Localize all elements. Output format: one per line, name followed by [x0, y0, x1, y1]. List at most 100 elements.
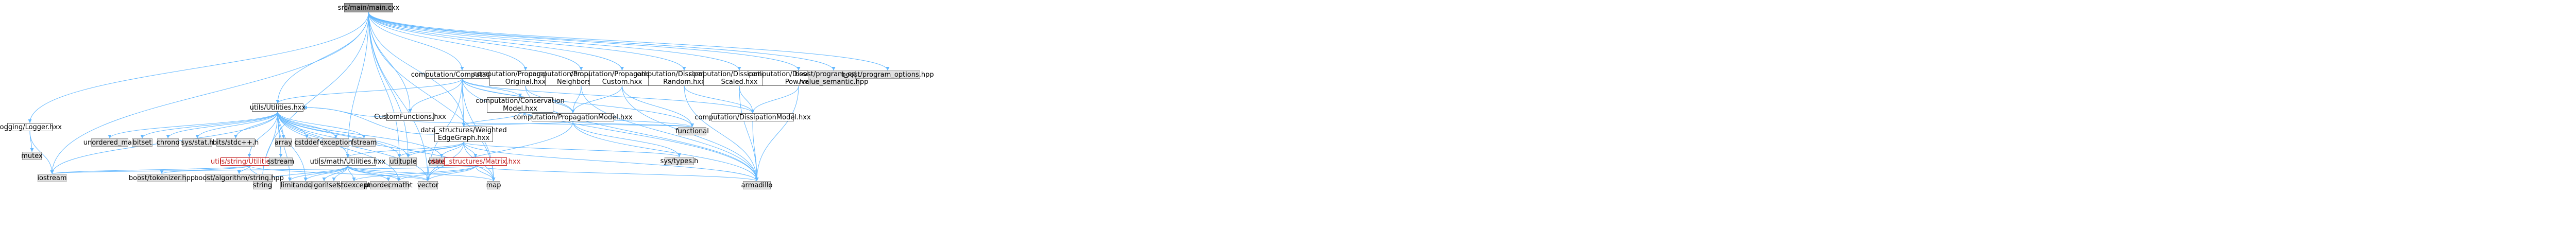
node-systypes[interactable]: sys/types.h [660, 157, 698, 165]
node-utilities[interactable]: utils/Utilities.hxx [249, 103, 306, 112]
node-label: functional [675, 127, 709, 135]
edge-utilities-to-unordered_map [108, 111, 278, 139]
edge-main-to-map [368, 12, 496, 182]
node-cmath[interactable]: cmath [388, 181, 410, 189]
node-label: stdexcept [337, 181, 370, 189]
node-progvalue[interactable]: boost/program_options /value_semantic.hp… [795, 70, 872, 86]
node-bitset[interactable]: bitset [132, 138, 152, 147]
edge-stringutil-to-tokenizer [160, 165, 250, 174]
edge-dissipationpow-to-armadillo [755, 85, 799, 182]
node-array[interactable]: array [275, 138, 292, 147]
node-fstream[interactable]: fstream [351, 138, 377, 147]
node-label: set [329, 181, 339, 189]
node-label: unordered_map [83, 138, 137, 147]
node-computation[interactable]: computation/Computation.hxx [411, 70, 513, 79]
edge-mathutil-to-limits [288, 165, 348, 182]
node-algostring[interactable]: boost/algorithm/string.hpp [194, 174, 284, 182]
node-chrono[interactable]: chrono [157, 138, 179, 147]
node-conservation[interactable]: computation/Conservation Model.hxx [476, 97, 565, 113]
node-label: sstream [267, 157, 295, 166]
edge-mathutil-to-random [303, 165, 348, 182]
edge-propagation-to-weightedgraph [462, 121, 573, 127]
edge-main-to-propagationneighbors [368, 12, 583, 71]
node-stringutil[interactable]: utils/string/Utilities.hxx [211, 157, 288, 166]
node-label: boost/tokenizer.hpp [128, 174, 195, 182]
edge-main-to-propagationoriginal [368, 12, 528, 71]
node-limits[interactable]: limits [280, 181, 299, 189]
edge-main-to-utilities [276, 12, 369, 104]
edge-computation-to-armadillo [462, 78, 759, 182]
edge-utilities-to-bitset [140, 111, 278, 139]
node-label: boost/program_options /value_semantic.hp… [794, 70, 873, 86]
edge-main-to-iostream [50, 12, 369, 174]
edge-matrix-to-armadillo [475, 165, 759, 182]
node-label: utils/Utilities.hxx [249, 103, 306, 112]
edge-weightedgraph-to-utilities [303, 105, 435, 135]
node-label: armadillo [741, 181, 773, 189]
node-sysstat[interactable]: sys/stat.h [181, 138, 213, 147]
node-label: string [252, 181, 273, 189]
edge-main-to-mathutil [346, 12, 369, 158]
edge-mathutil-to-algorithm [322, 165, 348, 182]
edge-main-to-logger [28, 12, 369, 123]
node-tokenizer[interactable]: boost/tokenizer.hpp [129, 174, 195, 182]
edge-utilities-to-chrono [166, 111, 278, 139]
node-label: vector [417, 181, 439, 189]
edge-dissipation-to-armadillo [752, 121, 759, 182]
node-label: limits [280, 181, 299, 189]
edge-propagation-to-armadillo [572, 121, 759, 182]
node-weightedgraph[interactable]: data_structures/Weighted EdgeGraph.hxx [420, 127, 507, 142]
edge-main-to-tuple [368, 12, 410, 158]
edge-propagation-to-systypes [572, 121, 681, 157]
node-label: tuple [399, 157, 417, 166]
node-map[interactable]: map [486, 181, 501, 189]
edge-weightedgraph-to-utility [397, 141, 464, 158]
node-dissipation[interactable]: computation/DissipationModel.hxx [694, 113, 811, 121]
node-vector[interactable]: vector [417, 181, 439, 189]
edge-weightedgraph-to-systypes [463, 141, 681, 157]
node-cstddef[interactable]: cstddef [294, 138, 319, 147]
node-matrix[interactable]: data_structures/Matrix.hxx [431, 157, 520, 166]
edge-utilities-to-stringutil [247, 111, 278, 158]
node-stdexcept[interactable]: stdexcept [337, 181, 370, 189]
edge-computation-to-customfunctions [408, 78, 463, 113]
edge-computation-to-dissipation [462, 78, 755, 114]
node-label: computation/Computation.hxx [411, 70, 514, 79]
node-logger[interactable]: logging/Logger.hxx [0, 123, 62, 131]
node-iostream[interactable]: iostream [37, 174, 67, 182]
edge-main-to-progopts [368, 12, 890, 71]
edge-customfunctions-to-utilities [303, 105, 387, 117]
node-sstream[interactable]: sstream [267, 157, 295, 166]
edge-utilities-to-map [277, 111, 496, 182]
node-mutex[interactable]: mutex [21, 152, 43, 160]
edge-utilities-to-mathutil [277, 111, 350, 158]
node-exception[interactable]: exception [319, 138, 352, 147]
edge-main-to-dissipationscaled [368, 12, 741, 71]
node-label: bits/stdc++.h [212, 138, 259, 147]
edge-main-to-progvalue [368, 12, 836, 71]
node-label: fstream [351, 138, 377, 147]
edge-propagation-to-functional [572, 121, 694, 128]
node-label: computation/Conservation Model.hxx [476, 97, 565, 113]
node-label: boost/program_options.hpp [841, 70, 934, 79]
edge-stringutil-to-iostream [50, 165, 250, 174]
node-label: src/main/main.cxx [337, 4, 400, 12]
node-main[interactable]: src/main/main.cxx [338, 3, 399, 12]
node-string[interactable]: string [253, 181, 272, 189]
node-tuple[interactable]: tuple [399, 157, 417, 166]
node-propagation[interactable]: computation/PropagationModel.hxx [513, 113, 633, 121]
node-customfunctions[interactable]: CustomFunctions.hxx [374, 113, 446, 121]
node-functional[interactable]: functional [675, 127, 709, 135]
node-bitsstdc[interactable]: bits/stdc++.h [213, 138, 259, 147]
node-unordered-map[interactable]: unordered_map [83, 138, 136, 147]
node-mathutil[interactable]: utils/math/Utilities.hxx [310, 157, 385, 166]
edge-dissipationrandom-to-armadillo [684, 85, 759, 182]
node-set[interactable]: set [328, 181, 340, 189]
edge-conservation-to-weightedgraph [462, 112, 520, 127]
node-armadillo[interactable]: armadillo [741, 181, 773, 189]
node-progopts[interactable]: boost/program_options.hpp [841, 70, 934, 79]
edge-propagationcustom-to-functional [622, 85, 694, 128]
edge-propagationcustom-to-propagation [571, 85, 622, 114]
node-label: cstddef [294, 138, 319, 147]
